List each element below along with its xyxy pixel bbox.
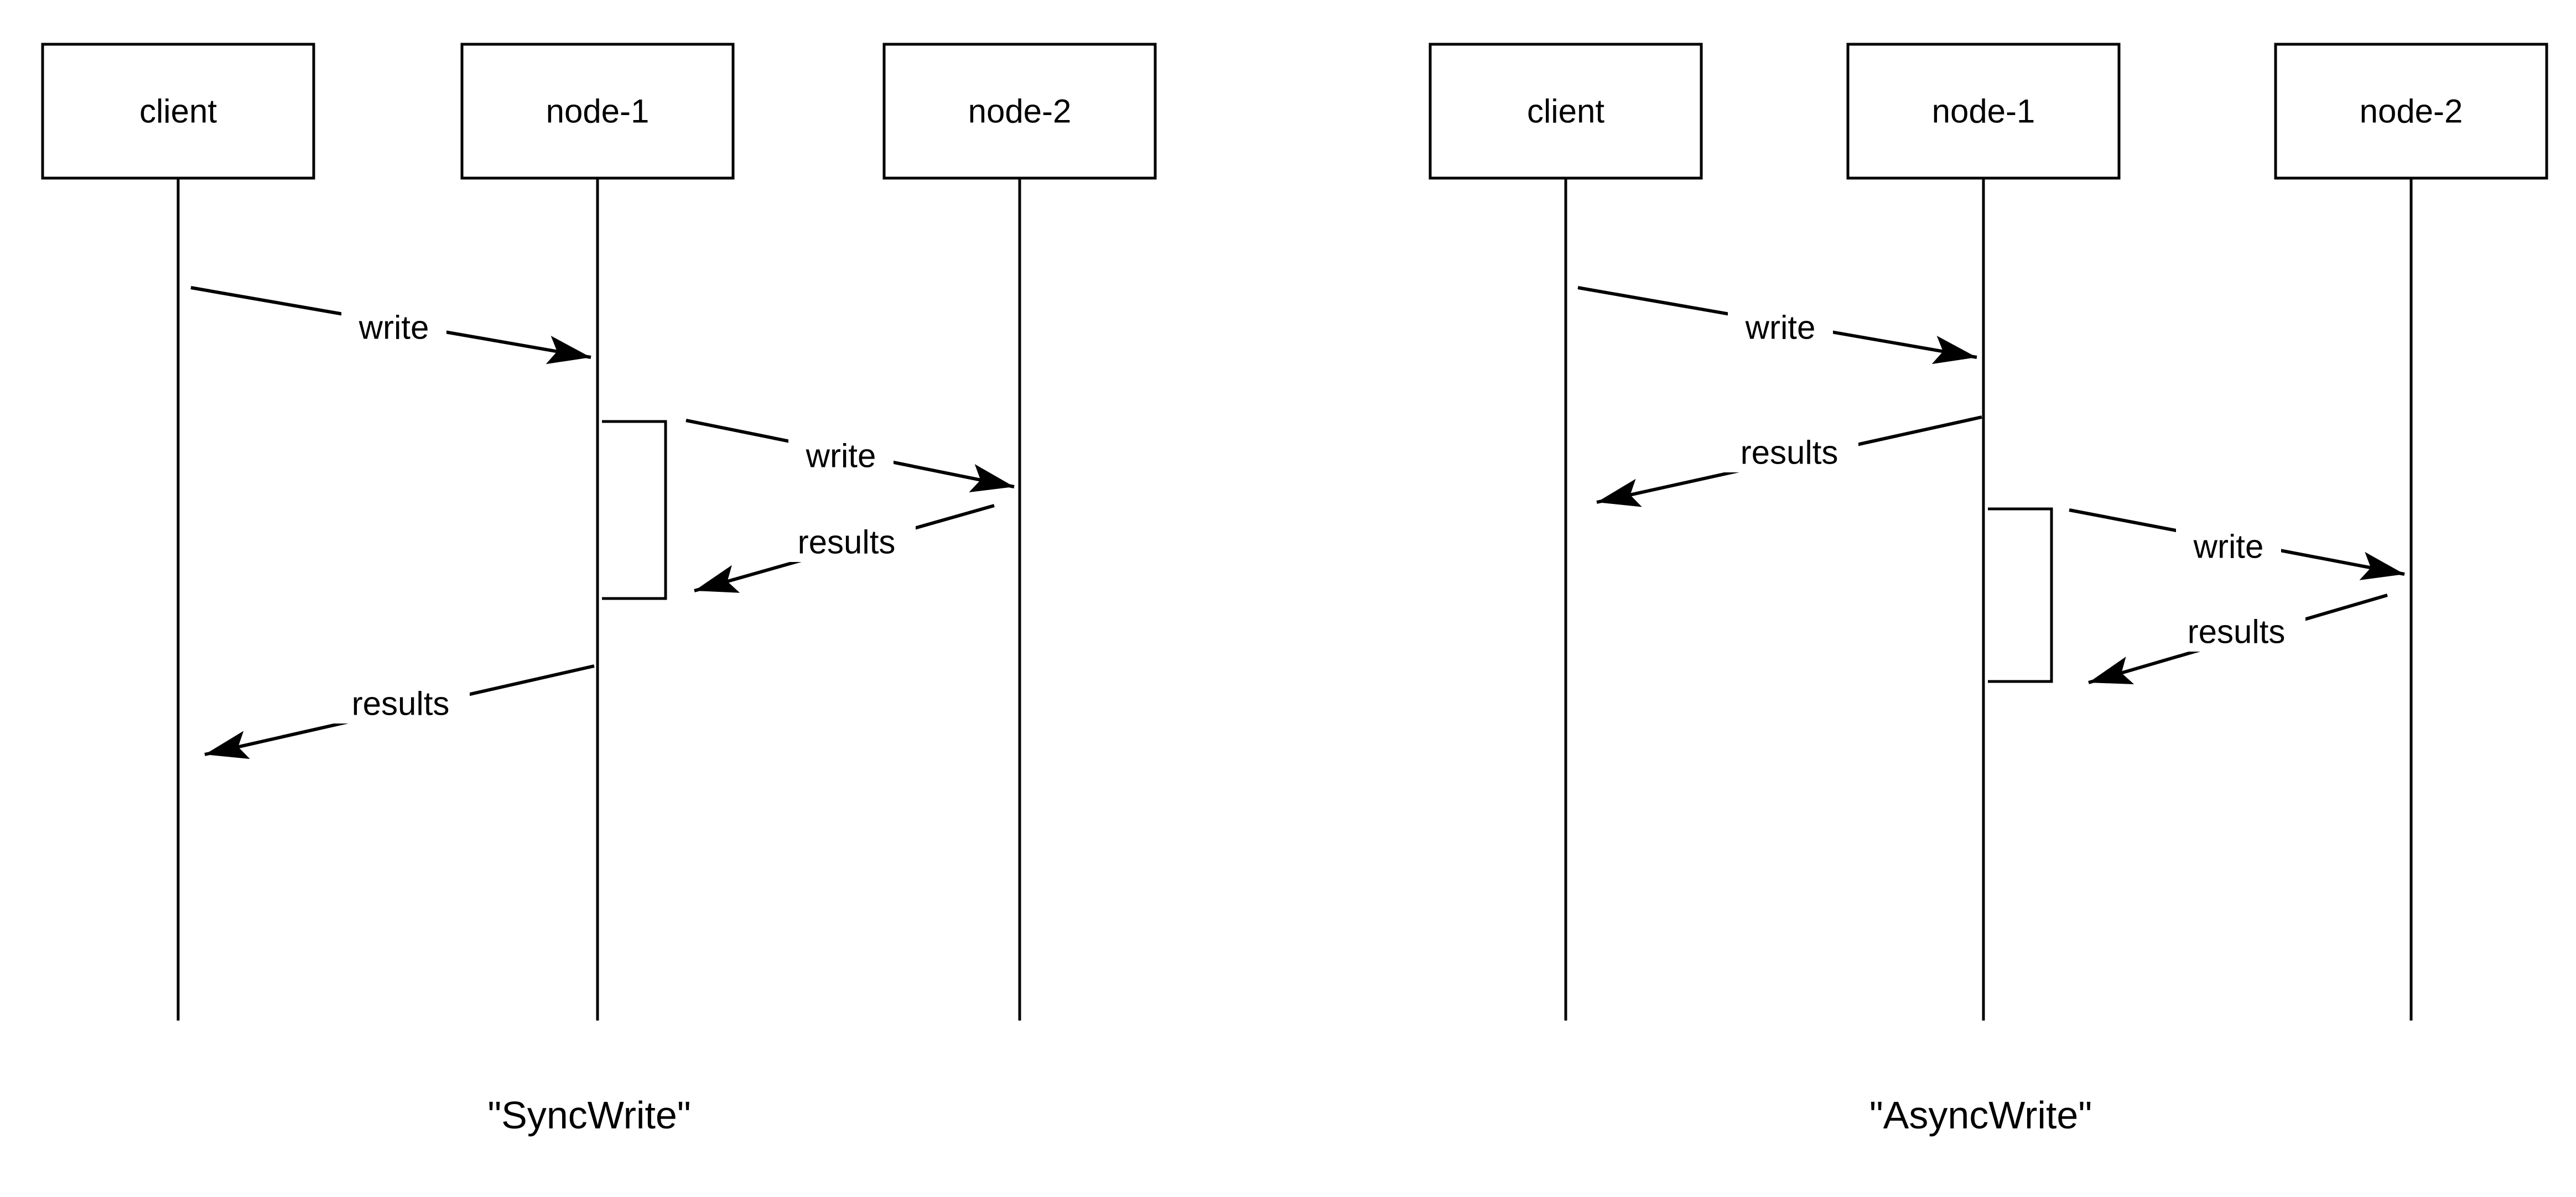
actor-label: node-2 (968, 93, 1072, 130)
diagram-caption: "SyncWrite" (487, 1094, 690, 1137)
message-label: write (359, 309, 429, 346)
message-label-bg (341, 308, 446, 347)
diagram-asyncwrite: write results write results client node-… (1429, 43, 2548, 1137)
message-label-bg (1728, 308, 1833, 347)
actor-label: node-1 (546, 93, 650, 130)
diagram-syncwrite: write write results results client node-… (41, 43, 1157, 1137)
message-label: write (2193, 528, 2264, 565)
actor-label: node-1 (1932, 93, 2035, 130)
activation-bracket (1988, 507, 2053, 683)
message-label-bg (2167, 612, 2305, 652)
message-label-bg (2176, 527, 2281, 566)
actor-label: client (1527, 93, 1604, 130)
actor-box-client (1429, 43, 1703, 180)
message-label: write (806, 438, 876, 475)
actor-box-node-1 (460, 43, 735, 180)
message-label: results (1741, 434, 1838, 471)
activation-bracket (602, 420, 667, 600)
message-label: results (2188, 613, 2286, 650)
actor-box-node-2 (882, 43, 1157, 180)
message-label-bg (1720, 433, 1858, 472)
message-label-bg (331, 684, 470, 724)
actor-box-node-2 (2274, 43, 2548, 180)
message-label: write (1745, 309, 1816, 346)
actor-label: client (139, 93, 217, 130)
message-label-bg (777, 522, 916, 562)
actor-box-client (41, 43, 315, 180)
actor-label: node-2 (2360, 93, 2463, 130)
message-label: results (798, 524, 896, 561)
diagram-caption: "AsyncWrite" (1869, 1094, 2092, 1137)
message-label: results (352, 685, 450, 722)
actor-box-node-1 (1846, 43, 2121, 180)
message-label-bg (788, 436, 894, 476)
